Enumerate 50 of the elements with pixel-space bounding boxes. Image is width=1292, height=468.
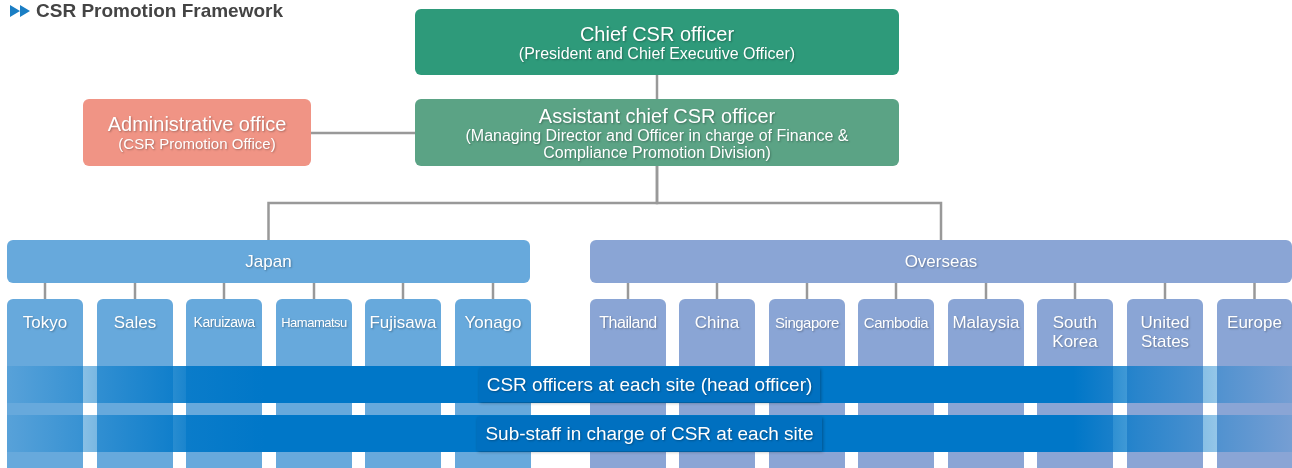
site-band: [7, 415, 1292, 452]
site-column: [679, 299, 755, 365]
site-column: [186, 299, 262, 365]
site-column: [769, 299, 845, 365]
site-column: [276, 299, 352, 365]
site-column: [455, 299, 531, 365]
region-bar: [590, 240, 1292, 283]
site-column: [948, 299, 1024, 365]
site-name: United States: [1139, 313, 1191, 351]
role-description: (President and Chief Executive Officer): [517, 44, 797, 62]
site-name: Europe: [1227, 313, 1282, 332]
role-title: Administrative office: [107, 113, 287, 135]
site-name: China: [694, 313, 740, 332]
site-column: [590, 299, 666, 365]
connector-line: [655, 166, 943, 240]
site-name: Fujisawa: [369, 313, 437, 332]
site-name: Tokyo: [22, 313, 68, 332]
site-name: Malaysia: [952, 313, 1020, 332]
site-column: [1127, 299, 1203, 365]
region-name: Japan: [245, 251, 292, 272]
site-name: Thailand: [599, 313, 657, 332]
connector-line: [1253, 283, 1256, 299]
role-description: (Managing Director and Officer in charge of Finance & Compliance Promotion Division): [464, 126, 850, 161]
site-name: Sales: [113, 313, 157, 332]
site-column: [365, 299, 441, 365]
region-bar: [7, 240, 530, 283]
connector-line: [311, 131, 415, 135]
officer-box: [415, 9, 899, 75]
site-column: [858, 299, 934, 365]
site-name: Hamamatsu: [281, 314, 347, 332]
band-label: Sub-staff in charge of CSR at each site: [477, 416, 822, 451]
diagram-title: CSR Promotion Framework: [36, 0, 284, 22]
site-column: [97, 299, 173, 365]
site-column: [1217, 299, 1292, 365]
region-name: Overseas: [904, 251, 978, 272]
officer-box: [415, 99, 899, 166]
site-name: Karuizawa: [193, 313, 255, 332]
site-name: South Korea: [1051, 313, 1099, 351]
band-label: CSR officers at each site (head officer): [478, 367, 821, 402]
connector-line: [655, 75, 659, 99]
site-band: [7, 366, 1292, 403]
role-title: Assistant chief CSR officer: [538, 104, 776, 127]
site-name: Cambodia: [863, 313, 929, 332]
role-description: (CSR Promotion Office): [118, 135, 276, 152]
role-title: Chief CSR officer: [579, 22, 735, 45]
officer-box: [83, 99, 311, 166]
site-column: [1037, 299, 1113, 365]
site-name: Singapore: [775, 313, 839, 332]
site-name: Yonago: [464, 313, 522, 332]
site-column: [7, 299, 83, 365]
